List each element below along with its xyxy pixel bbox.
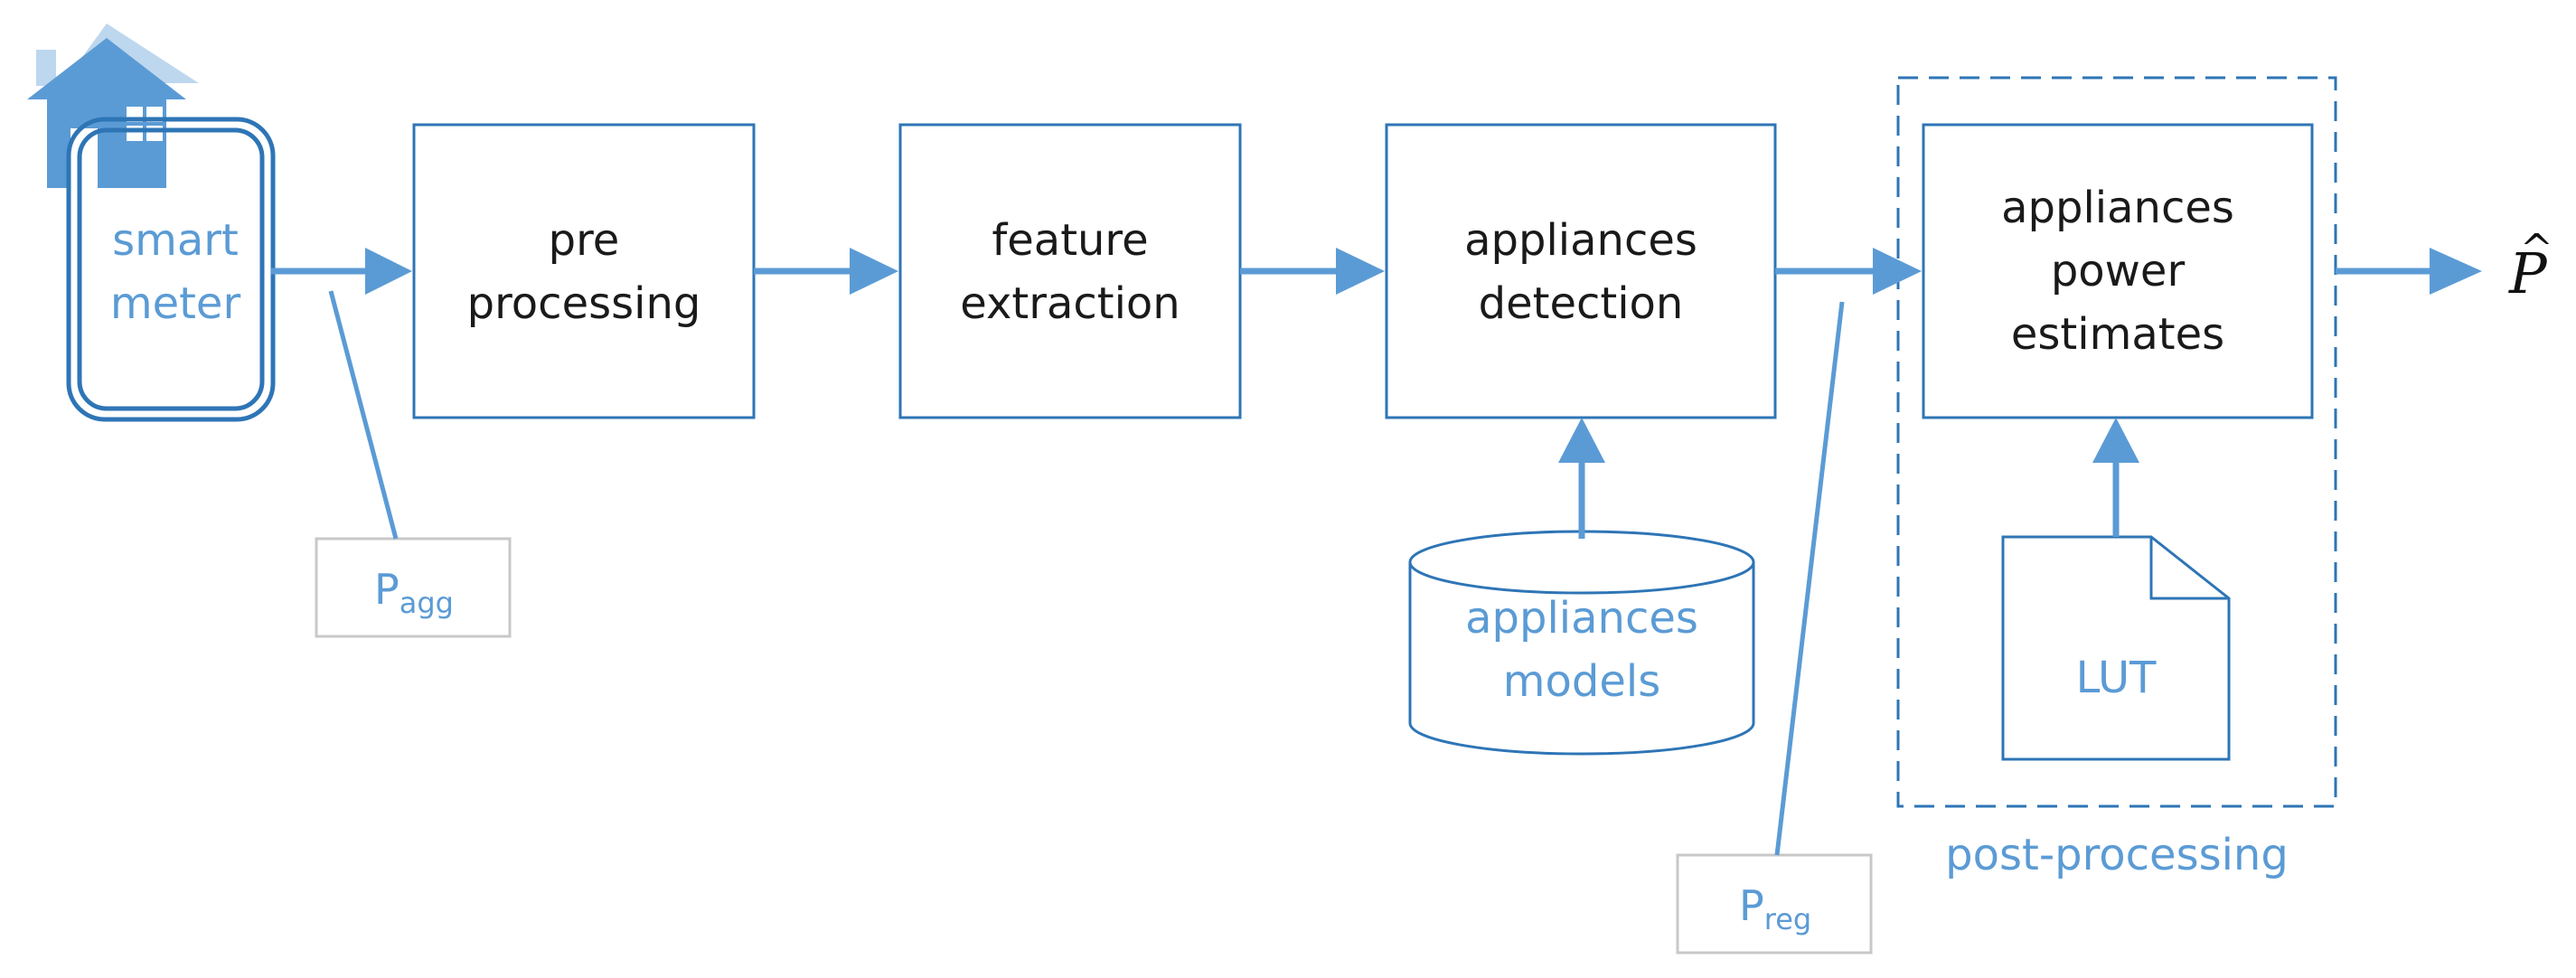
arrowhead-lut-up xyxy=(2092,418,2139,463)
appliances-detection-label-line2: detection xyxy=(1479,278,1684,329)
power-estimates-label-line1: appliances xyxy=(2001,183,2234,233)
p-agg-label: Pagg xyxy=(374,565,454,620)
pre-processing-box: pre processing xyxy=(412,123,756,419)
smart-meter-node: smart meter xyxy=(66,117,276,422)
appliances-detection-box: appliances detection xyxy=(1385,123,1777,419)
appliances-models-label-line1: appliances xyxy=(1465,593,1698,644)
arrowhead-estimates xyxy=(1873,248,1922,295)
appliances-power-estimates-box: appliances power estimates xyxy=(1922,123,2314,419)
post-processing-label: post-processing xyxy=(1945,830,2289,880)
post-processing-group: post-processing xyxy=(1896,76,2337,880)
feature-extraction-label-line1: feature xyxy=(992,215,1148,266)
p-agg-tag: Pagg xyxy=(315,537,512,638)
arrowhead-preprocessing xyxy=(365,248,412,295)
lut-document: LUT xyxy=(2001,535,2231,761)
arrowhead-detection xyxy=(1336,248,1385,295)
output-symbol: P xyxy=(2508,240,2548,306)
appliances-detection-label-line1: appliances xyxy=(1464,215,1697,266)
p-agg-subscript: agg xyxy=(400,586,454,620)
smart-meter-label-line2: meter xyxy=(110,278,241,329)
arrowhead-output xyxy=(2430,248,2482,295)
appliances-models-label-line2: models xyxy=(1503,656,1660,707)
output-p-hat: P ^ xyxy=(2508,226,2553,306)
arrowhead-feature xyxy=(850,248,898,295)
arrowhead-models-up xyxy=(1558,418,1605,463)
feature-extraction-box: feature extraction xyxy=(898,123,1242,419)
pointer-p-agg xyxy=(328,290,399,540)
pre-processing-label-line1: pre xyxy=(549,215,620,266)
smart-meter-label-line1: smart xyxy=(112,215,239,266)
appliances-models-database: appliances models xyxy=(1408,530,1755,756)
power-estimates-label-line3: estimates xyxy=(2011,309,2224,360)
p-agg-base: P xyxy=(374,565,400,614)
power-estimates-label-line2: power xyxy=(2051,246,2186,296)
p-reg-tag: Preg xyxy=(1676,853,1873,954)
pointer-p-reg xyxy=(1774,301,1845,856)
p-reg-base: P xyxy=(1739,881,1764,930)
house-icon xyxy=(27,24,199,188)
pre-processing-label-line2: processing xyxy=(467,278,701,329)
feature-extraction-label-line2: extraction xyxy=(960,278,1180,329)
connectors xyxy=(271,248,2482,856)
output-hat-accent: ^ xyxy=(2520,226,2553,272)
p-reg-subscript: reg xyxy=(1764,902,1811,936)
lut-label: LUT xyxy=(2076,653,2157,703)
p-reg-label: Preg xyxy=(1739,881,1811,936)
